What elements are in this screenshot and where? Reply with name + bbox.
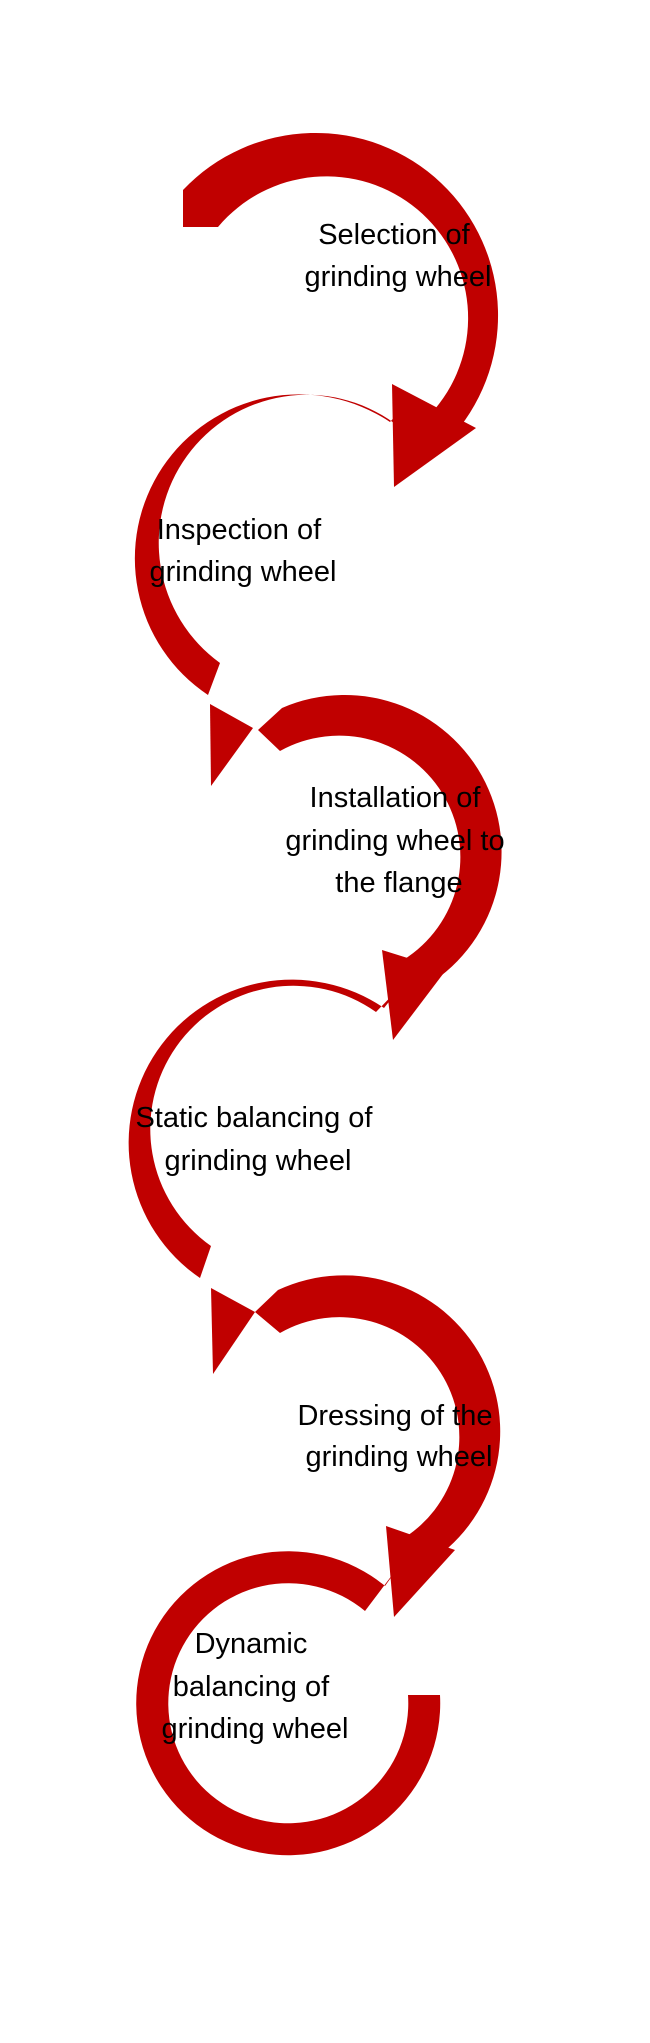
step-3-arrow bbox=[258, 694, 502, 1040]
step-5-line-1: Dressing of the bbox=[297, 1400, 492, 1432]
step-6-line-2: balancing of bbox=[173, 1671, 330, 1703]
step-1-arrowhead bbox=[392, 384, 476, 487]
step-5-line-2: grinding wheel bbox=[305, 1441, 492, 1473]
step-5-arc bbox=[255, 1275, 501, 1573]
step-4-label: Static balancing of grinding wheel bbox=[135, 1102, 380, 1177]
step-5-arrowhead bbox=[386, 1526, 455, 1617]
step-4-arc bbox=[128, 979, 403, 1278]
step-2-label: Inspection of grinding wheel bbox=[149, 514, 336, 588]
step-3-line-3: the flange bbox=[335, 867, 462, 899]
step-5-arrow bbox=[255, 1275, 501, 1617]
step-1-line-1: Selection of bbox=[318, 219, 470, 251]
step-4-line-2: grinding wheel bbox=[164, 1145, 351, 1177]
step-5-label: Dressing of the grinding wheel bbox=[297, 1400, 500, 1473]
step-2-line-1: Inspection of bbox=[157, 514, 322, 546]
step-6-line-3: grinding wheel bbox=[161, 1713, 348, 1745]
step-3-arc bbox=[258, 694, 502, 996]
step-4-arrow bbox=[128, 979, 403, 1374]
step-1-line-2: grinding wheel bbox=[304, 261, 491, 293]
step-1-arc bbox=[183, 132, 499, 442]
step-6-line-1: Dynamic bbox=[195, 1628, 308, 1660]
step-2-arrowhead bbox=[210, 704, 253, 786]
step-4-arrowhead bbox=[211, 1288, 255, 1374]
step-2-line-2: grinding wheel bbox=[149, 556, 336, 588]
step-6-label: Dynamic balancing of grinding wheel bbox=[161, 1628, 348, 1745]
step-1-label: Selection of grinding wheel bbox=[304, 219, 491, 293]
step-2-arrow bbox=[134, 394, 415, 786]
step-3-arrowhead bbox=[382, 950, 446, 1040]
step-3-label: Installation of grinding wheel to the fl… bbox=[285, 782, 512, 899]
step-4-line-1: Static balancing of bbox=[135, 1102, 373, 1134]
step-1-arrow bbox=[183, 132, 499, 487]
step-3-line-2: grinding wheel to bbox=[285, 825, 504, 857]
step-3-line-1: Installation of bbox=[310, 782, 482, 814]
